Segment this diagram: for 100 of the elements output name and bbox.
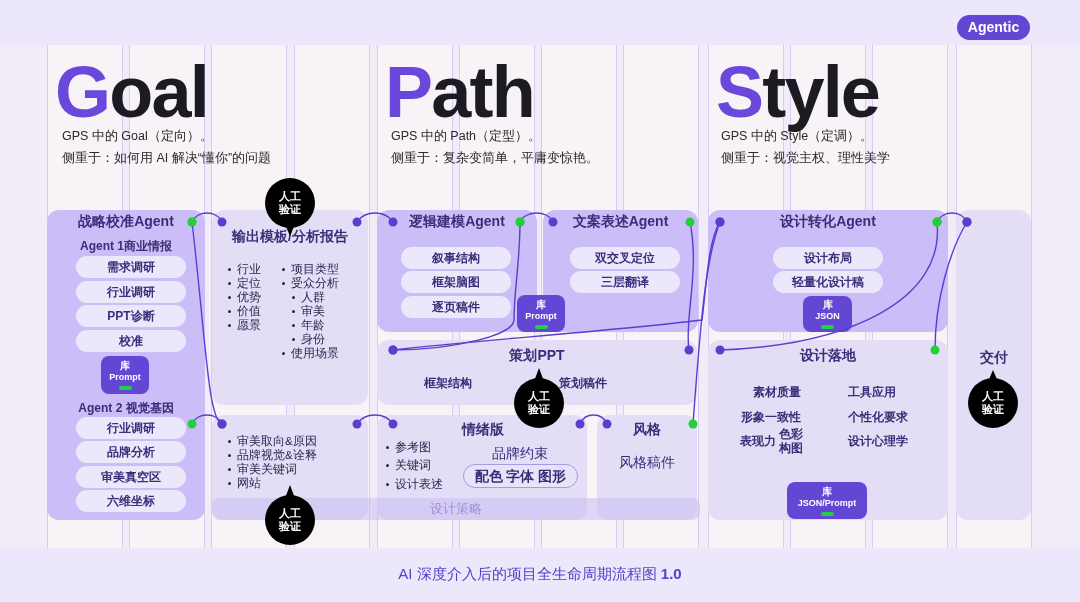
bubble-label: 人工验证 <box>981 390 1005 416</box>
pill-label: PPT诊断 <box>107 308 155 325</box>
connector-line <box>930 217 972 355</box>
library-chip <box>101 356 149 394</box>
pill-label: 行业调研 <box>107 284 155 301</box>
item-label: 色彩 <box>779 427 804 441</box>
panel-heading: 设计转化Agent <box>778 214 877 228</box>
stage-panel <box>597 415 697 520</box>
section-heading: Agent 2 视觉基因 <box>77 401 175 415</box>
bullet-item: 优势 <box>237 290 261 304</box>
library-chip <box>787 482 867 519</box>
agent-panel <box>708 210 948 332</box>
bubble-label: 人工验证 <box>278 190 302 216</box>
pill-label: 双交叉定位 <box>595 250 655 267</box>
bullet-item: 关键词 <box>395 458 431 472</box>
bullet-item: 品牌视觉&诠释 <box>237 448 317 462</box>
bullet-item: 审美取向&原因 <box>237 434 317 448</box>
tag-pill <box>773 271 883 293</box>
agent-panel <box>47 210 205 520</box>
tag-pill <box>401 247 511 269</box>
panel-heading: 情绪版 <box>460 422 505 436</box>
stage-panel <box>956 210 1031 520</box>
bullet-item: 网站 <box>237 476 261 490</box>
bullet-item: 项目类型 <box>291 262 339 276</box>
item-label: 表现力 <box>739 434 776 448</box>
connector-line <box>575 414 612 429</box>
pill-label: 叙事结构 <box>432 250 480 267</box>
section-subtitle: GPS 中的 Path（定型）。 <box>391 128 542 144</box>
section-subtitle: 侧重于：如何用 AI 解决“懂你”的问题 <box>62 150 272 166</box>
item-label: 形象一致性 <box>740 410 801 424</box>
pill-label: 审美真空区 <box>101 469 161 486</box>
pill-label: 框架脑图 <box>432 274 480 291</box>
tag-pill <box>401 271 511 293</box>
panel-heading: 文案表述Agent <box>571 214 670 228</box>
item-label: 设计心理学 <box>848 434 909 448</box>
tag-pill <box>76 281 186 303</box>
pill-label: 三层翻译 <box>601 274 649 291</box>
panel-heading: 策划PPT <box>508 348 566 362</box>
connector-line <box>684 217 695 355</box>
library-chip <box>517 295 565 332</box>
stage-panel <box>377 340 697 405</box>
panel-heading: 设计落地 <box>798 348 857 362</box>
tag-pill <box>76 441 186 463</box>
connector-line <box>187 414 227 429</box>
panel-heading: 交付 <box>978 350 1009 364</box>
library-label: 库 <box>120 360 130 371</box>
library-name: Prompt <box>109 371 141 383</box>
pill-label: 轻量化设计稿 <box>792 274 864 291</box>
tag-pill <box>76 330 186 352</box>
tag-pill <box>401 296 511 318</box>
library-name: JSON <box>815 310 840 322</box>
library-chip <box>803 296 852 332</box>
item-label: 框架结构 <box>423 376 473 390</box>
bullet-item: 受众分析 <box>291 276 339 290</box>
bullet-item: 年龄 <box>301 318 325 332</box>
connector-line <box>352 212 398 227</box>
section-heading: Agent 1商业情报 <box>79 239 173 253</box>
pill-label: 六维坐标 <box>107 493 155 510</box>
strategy-band <box>212 498 700 520</box>
item-label: 工具应用 <box>848 385 897 399</box>
caption: AI 深度介入后的项目全生命周期流程图 1.0 <box>397 564 683 584</box>
pill-label: 校准 <box>119 333 143 350</box>
stage-panel <box>708 340 948 520</box>
pill-label: 行业调研 <box>107 420 155 437</box>
section-title: Goal <box>55 56 208 128</box>
library-name: JSON/Prompt <box>797 497 857 509</box>
item-label: 策划稿件 <box>558 376 608 390</box>
bullet-item: 审美 <box>301 304 325 318</box>
item-label: 个性化要求 <box>848 410 909 424</box>
tag-pill <box>76 490 186 512</box>
bullet-item: 行业 <box>237 262 261 276</box>
library-label: 库 <box>822 485 832 497</box>
bubble-label: 人工验证 <box>278 507 302 533</box>
stage-panel <box>377 415 587 520</box>
tag-pill <box>570 247 680 269</box>
outline-pill <box>463 464 578 488</box>
bullet-item: 设计表述 <box>395 477 443 491</box>
panel-heading: 风格 <box>632 422 662 436</box>
tag-pill <box>76 466 186 488</box>
connector-line <box>688 217 725 429</box>
library-name: Prompt <box>525 310 557 322</box>
bullet-item: 使用场景 <box>291 346 339 360</box>
panel-heading: 逻辑建模Agent <box>408 214 506 228</box>
tag-pill <box>773 247 883 269</box>
section-subtitle: GPS 中的 Goal（定向）。 <box>62 128 213 144</box>
tag-pill <box>570 271 680 293</box>
band-label: 设计策略 <box>429 502 483 516</box>
bullet-item: 愿景 <box>237 318 261 332</box>
bullet-item: 参考图 <box>395 440 431 454</box>
item-label: 构图 <box>779 441 804 455</box>
bullet-item: 人群 <box>301 290 325 304</box>
item-label: 素材质量 <box>752 385 801 399</box>
pill-label: 设计布局 <box>804 250 852 267</box>
pill-label: 逐页稿件 <box>432 299 480 316</box>
panel-heading: 战略校准Agent <box>77 214 175 228</box>
tag-pill <box>76 305 186 327</box>
bullet-item: 价值 <box>237 304 261 318</box>
pill-label: 品牌分析 <box>107 444 155 461</box>
bubble-label: 人工验证 <box>527 390 551 416</box>
library-label: 库 <box>536 298 546 310</box>
